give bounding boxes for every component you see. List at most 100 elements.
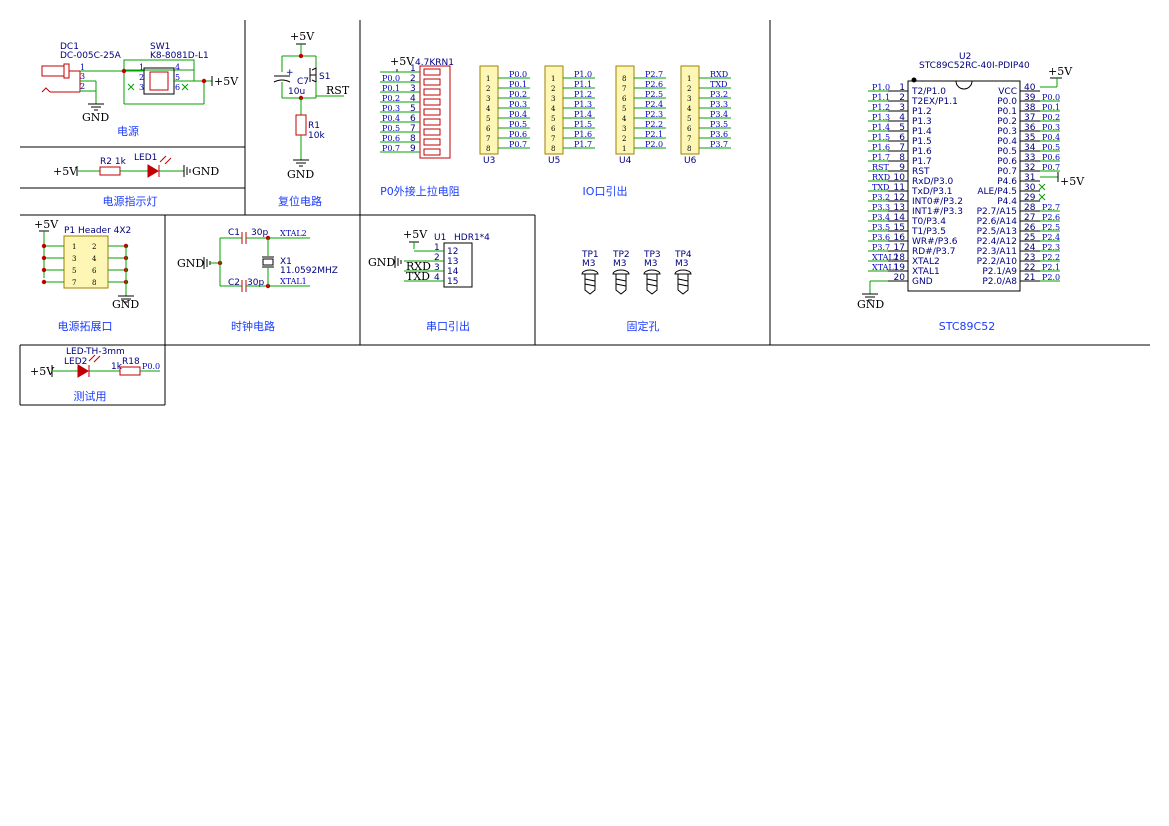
mcu-right-net-label: P0.4 [1042,133,1060,142]
io-header-pin-number: 8 [551,145,555,153]
mcu-right-pin-number: 36 [1024,123,1036,133]
mcu-right-pin-name: P0.3 [997,127,1017,137]
mcu-left-pin-number: 16 [894,233,906,243]
mcu-right-net-label: P0.5 [1042,143,1060,152]
power-gnd-label: GND [82,111,109,124]
mcu-right-pin-name: P2.0/A8 [982,277,1017,287]
io-header-pin-number: 8 [486,145,490,153]
title-clock: 时钟电路 [231,319,275,333]
mcu-left-pin-number: 5 [899,123,905,133]
mcu-left-net-label: P3.3 [872,203,890,212]
io-header-net-label: P0.2 [509,90,527,99]
io-header-pin-number: 4 [687,105,692,113]
mcu-left-pin-name: P1.5 [912,137,932,147]
led-icon [147,164,159,178]
mcu-right-pin-number: 28 [1024,203,1036,213]
rn-pin-number: 9 [410,144,416,154]
mcu-left-pin-name: INT1#/P3.3 [912,207,963,217]
rn-net-label: P0.3 [382,104,400,113]
ext-gnd-label: GND [112,298,139,311]
title-stc: STC89C52 [939,320,995,333]
rn-net-label: P0.7 [382,144,400,153]
dc-jack-arrow [41,87,51,93]
junction-dot [41,255,47,261]
rn-resistor-icon [423,78,441,86]
screw-thread [615,274,627,295]
mcu-left-pin-number: 9 [899,163,905,173]
ext-pin-number: 4 [92,255,97,263]
mcu-right-net-label: P0.2 [1042,113,1060,122]
mcu-gnd-label: GND [857,298,884,311]
clock-block: GND C1 30p C2 30p X1 11.0592MHZ XTAL2 XT… [177,228,338,292]
io-header-net-label: P3.3 [710,100,728,109]
mcu-right-pin-name: ALE/P4.5 [977,187,1017,197]
sw-pin-5: 5 [175,73,180,82]
mcu-right-pin-number: 39 [1024,93,1036,103]
dc-jack-icon [41,65,65,77]
rn-pin-number: 6 [410,114,416,124]
io-header-net-label: P3.7 [710,140,728,149]
mcu-left-pin-name: XTAL2 [912,257,940,267]
switch-outline [123,59,195,71]
title-reset: 复位电路 [278,194,322,208]
io-header-net-label: P2.6 [645,80,663,89]
serial-pin-label: 13 [447,257,458,267]
mcu-left-net-label: P1.4 [872,123,890,132]
cap-ref: C7 [297,77,309,87]
mcu-left-pin-number: 13 [894,203,905,213]
mcu-right-pin-number: 29 [1024,193,1036,203]
io-header-net-label: P1.7 [574,140,592,149]
mcu-left-pin-name: P1.7 [912,157,932,167]
ext-pin-number: 6 [92,267,97,275]
io-header-icon [680,65,700,155]
c1-ref: C1 [228,228,240,238]
resistor-icon [99,166,121,176]
io-header-net-label: P3.5 [710,120,728,129]
mcu-left-pin-name: T2EX/P1.1 [911,97,958,107]
serial-pin-label: 14 [447,267,459,277]
mcu-right-pin-name: VCC [998,87,1017,97]
io-header-net-label: P1.2 [574,90,592,99]
mcu-right-pin-number: 25 [1024,233,1035,243]
mcu-left-pin-number: 6 [899,133,905,143]
io-header-pin-number: 4 [551,105,556,113]
mcu-right-pin-name: P2.6/A14 [977,217,1018,227]
crystal-val: 11.0592MHZ [280,266,338,276]
sw-ref: SW1 [150,42,170,52]
mcu-left-pin-number: 1 [899,83,905,93]
ext-pin-number: 1 [72,243,76,251]
rn-pin-number: 8 [410,134,416,144]
mcu-right-pin-name: P0.4 [997,137,1017,147]
io-header-net-label: P0.1 [509,80,527,89]
mcu-left-pin-name: RST [912,167,930,177]
rn-pin-number: 2 [410,74,416,84]
title-power-led: 电源指示灯 [103,194,158,208]
io-header-ref: U3 [483,156,495,166]
dc-ref: DC1 [60,42,79,52]
mcu-left-pin-name: P1.6 [912,147,932,157]
dc-pin-2: 2 [80,82,85,91]
switch-ref: S1 [319,72,330,82]
rn-vcc-label: +5V [390,55,415,68]
mcu-right-pin-number: 22 [1024,263,1035,273]
no-connect-icon [127,83,189,91]
mcu-right-net-label: P0.7 [1042,163,1060,172]
test-block: LED-TH-3mm LED2 +5V 1k R18 P0.0 [30,347,160,378]
power-vcc-label: +5V [214,75,239,88]
mcu-right-pin-number: 37 [1024,113,1035,123]
ext-vcc-label: +5V [34,218,59,231]
capacitor-curve [273,79,291,83]
screw-icon [674,269,692,275]
ext-pin-number: 5 [72,267,76,275]
ext-ref: P1 Header 4X2 [64,226,131,236]
rn-pin-number: 4 [410,94,416,104]
mcu-part: STC89C52RC-40I-PDIP40 [919,61,1030,71]
dc-jack-collar [63,63,70,79]
mcu-left-pin-number: 10 [894,173,906,183]
r1-val: 10k [308,131,325,141]
io-header-pin-number: 5 [486,115,490,123]
mcu-left-net-label: P1.0 [872,83,890,92]
mcu-right-pin-name: P2.2/A10 [977,257,1018,267]
